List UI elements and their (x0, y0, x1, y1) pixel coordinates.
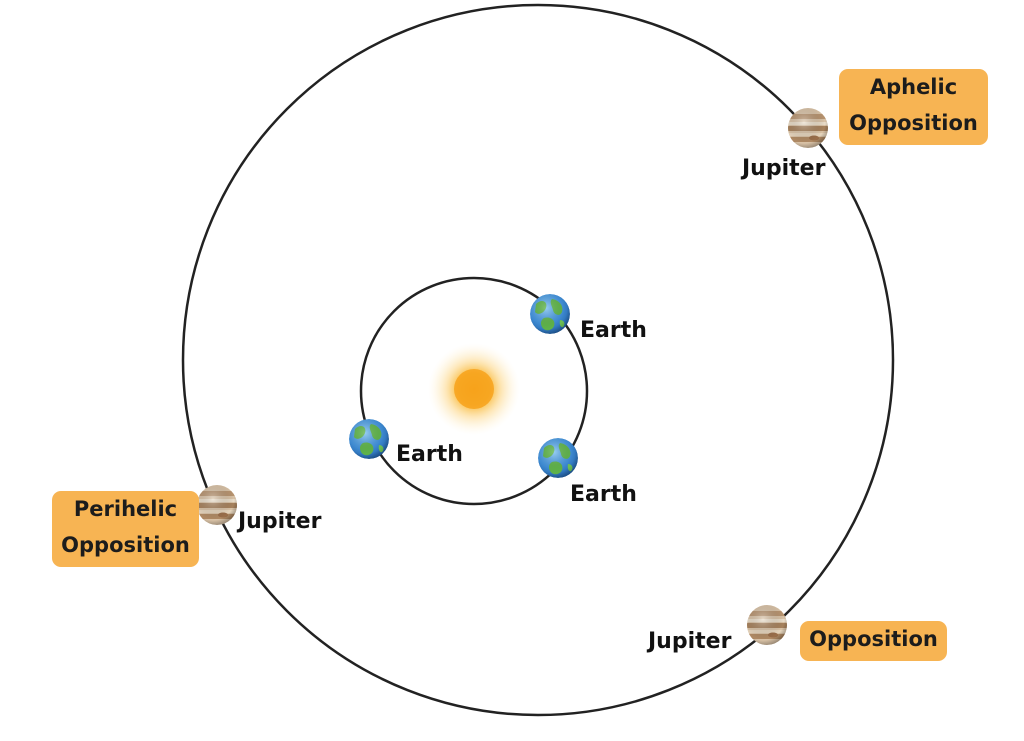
earth-icon (538, 438, 578, 478)
perihelic-tag-line2: Opposition (61, 533, 190, 557)
jupiter-orbit (181, 3, 895, 717)
jupiter-icon (788, 108, 828, 148)
aphelic-opposition-tag: Aphelic Opposition (839, 69, 988, 145)
sun-core (454, 369, 494, 409)
aphelic-tag-line1: Aphelic (869, 75, 958, 99)
jupiter-icon (197, 485, 237, 525)
jupiter-label-aphelic: Jupiter (742, 156, 826, 181)
jupiter-label-perihelic: Jupiter (238, 509, 322, 534)
earth-icon (349, 419, 389, 459)
perihelic-tag-line1: Perihelic (73, 497, 178, 521)
earth-orbit (359, 276, 589, 506)
earth-icon (530, 294, 570, 334)
opposition-tag: Opposition (800, 621, 947, 661)
opposition-tag-text: Opposition (809, 627, 938, 651)
earth-label-bottom: Earth (570, 482, 637, 507)
earth-label-left: Earth (396, 442, 463, 467)
earth-label-top: Earth (580, 318, 647, 343)
perihelic-opposition-tag: Perihelic Opposition (52, 491, 199, 567)
jupiter-icon (747, 605, 787, 645)
jupiter-label-opposition: Jupiter (648, 629, 732, 654)
aphelic-tag-line2: Opposition (849, 111, 978, 135)
